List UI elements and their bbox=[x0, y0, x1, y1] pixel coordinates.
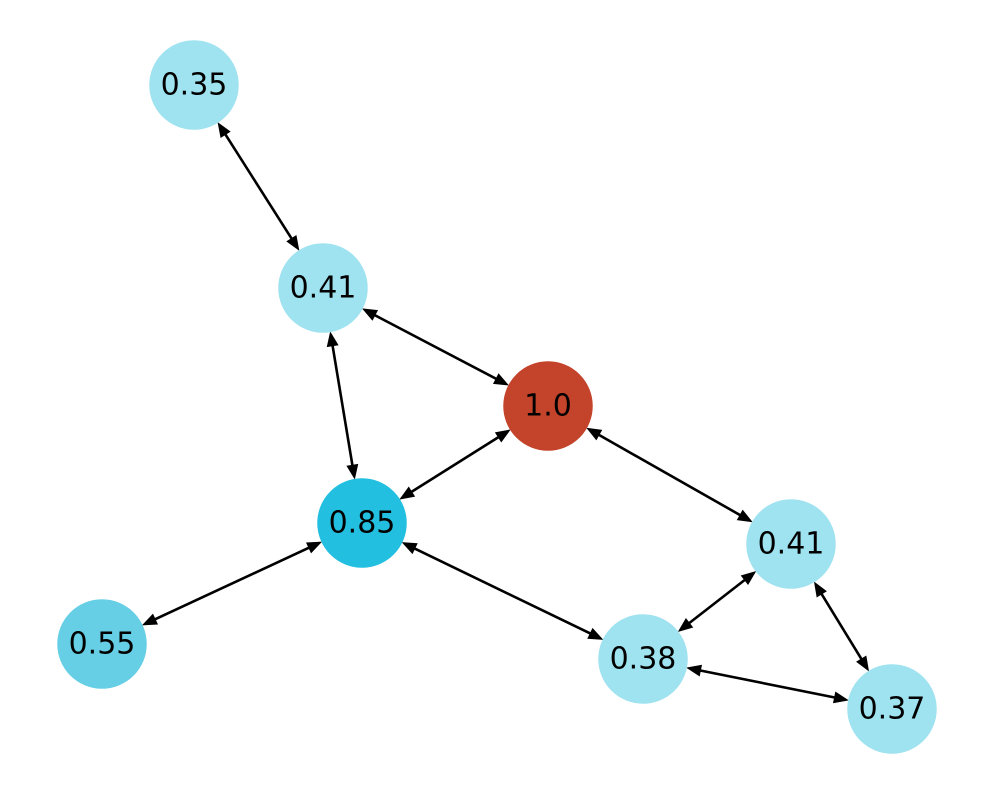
edge-arrowhead-target bbox=[492, 373, 510, 386]
edge-n4-n7 bbox=[401, 542, 604, 640]
edge-n2-n3 bbox=[361, 308, 510, 386]
node-n6: 0.55 bbox=[57, 599, 147, 689]
edge-arrowhead-source bbox=[399, 486, 416, 500]
edge-arrowhead-target bbox=[141, 613, 159, 626]
edge-arrowhead-target bbox=[286, 234, 300, 251]
node-label: 0.35 bbox=[161, 68, 228, 103]
node-n8: 0.37 bbox=[847, 664, 937, 754]
node-circle bbox=[847, 664, 937, 754]
node-circle bbox=[746, 499, 836, 589]
edge-arrowhead-source bbox=[686, 664, 703, 677]
edge-arrowhead-target bbox=[832, 691, 849, 704]
edge-n4-n3 bbox=[399, 429, 511, 500]
edge-line bbox=[684, 576, 750, 627]
nodes-layer: 0.35 0.41 1.0 0.85 0.41 0.55 0.38 0.37 bbox=[57, 40, 937, 754]
edge-arrowhead-target bbox=[346, 463, 359, 480]
node-circle bbox=[503, 361, 593, 451]
node-n3: 1.0 bbox=[503, 361, 593, 451]
node-circle bbox=[598, 614, 688, 704]
edge-line bbox=[370, 311, 501, 383]
node-label: 0.38 bbox=[610, 642, 677, 677]
edge-arrowhead-source bbox=[361, 308, 379, 321]
edge-n3-n5 bbox=[586, 427, 753, 523]
edge-n2-n4 bbox=[326, 331, 359, 480]
edge-n4-n6 bbox=[141, 541, 323, 626]
edge-arrowhead-source bbox=[217, 122, 231, 139]
edge-n5-n7 bbox=[677, 570, 757, 633]
node-circle bbox=[278, 243, 368, 333]
edge-arrowhead-source bbox=[326, 331, 339, 348]
edge-arrowhead-target bbox=[587, 627, 604, 640]
edge-arrowhead-target bbox=[736, 509, 753, 523]
edge-n1-n2 bbox=[217, 122, 300, 251]
edge-line bbox=[221, 129, 296, 244]
node-label: 0.55 bbox=[69, 627, 136, 662]
node-label: 0.41 bbox=[758, 527, 825, 562]
edge-arrowhead-target bbox=[856, 655, 870, 672]
node-label: 1.0 bbox=[524, 389, 572, 424]
node-label: 0.41 bbox=[290, 271, 357, 306]
edge-n7-n8 bbox=[686, 664, 849, 704]
edge-arrowhead-target bbox=[494, 429, 511, 443]
edge-line bbox=[818, 589, 865, 664]
node-circle bbox=[149, 40, 239, 130]
edge-arrowhead-source bbox=[305, 541, 323, 554]
node-circle bbox=[57, 599, 147, 689]
edge-arrowhead-source bbox=[401, 542, 418, 555]
edge-line bbox=[594, 431, 745, 519]
edge-arrowhead-source bbox=[813, 581, 827, 598]
node-n7: 0.38 bbox=[598, 614, 688, 704]
edges-layer bbox=[141, 122, 870, 704]
edge-line bbox=[150, 544, 314, 623]
edge-arrowhead-target bbox=[677, 618, 694, 633]
node-n5: 0.41 bbox=[746, 499, 836, 589]
node-n1: 0.35 bbox=[149, 40, 239, 130]
node-circle bbox=[317, 478, 407, 568]
node-label: 0.85 bbox=[329, 506, 396, 541]
edge-n5-n8 bbox=[813, 581, 870, 672]
node-label: 0.37 bbox=[859, 692, 926, 727]
node-n2: 0.41 bbox=[278, 243, 368, 333]
edge-line bbox=[695, 668, 840, 700]
node-n4: 0.85 bbox=[317, 478, 407, 568]
edge-arrowhead-source bbox=[586, 427, 603, 441]
edge-line bbox=[410, 545, 595, 637]
edge-line bbox=[407, 433, 503, 496]
edge-arrowhead-source bbox=[740, 570, 757, 585]
edge-line bbox=[330, 341, 355, 470]
